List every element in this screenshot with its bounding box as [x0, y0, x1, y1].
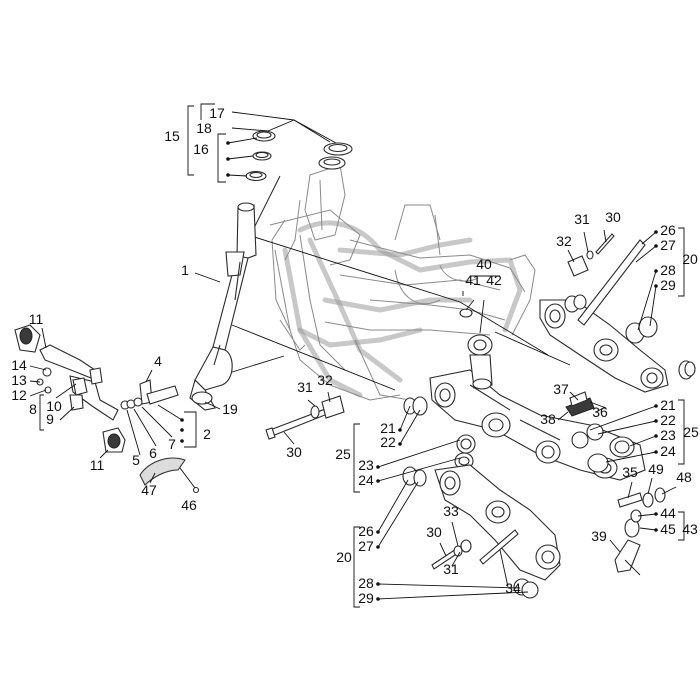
callout-l20b: 20	[336, 549, 352, 565]
callout-l24a: 24	[358, 472, 374, 488]
callout-l8: 8	[29, 401, 37, 417]
callout-l34: 34	[505, 580, 521, 596]
callout-l32a: 32	[556, 233, 572, 249]
callout-l49: 49	[648, 461, 664, 477]
callout-l36: 36	[592, 404, 608, 420]
callout-l43: 43	[682, 521, 698, 537]
callout-l31a: 31	[574, 211, 590, 227]
callout-l26b: 26	[358, 523, 374, 539]
callout-l19: 19	[222, 401, 238, 417]
callout-l33: 33	[443, 503, 459, 519]
front-brake-assembly	[14, 324, 200, 494]
callout-l28a: 28	[660, 262, 676, 278]
callout-l24b: 24	[660, 443, 676, 459]
bracket-37	[565, 391, 607, 417]
callout-l14: 14	[11, 357, 27, 373]
callout-l27b: 27	[358, 538, 374, 554]
callout-l30a: 30	[605, 209, 621, 225]
callout-l20a: 20	[682, 251, 698, 267]
scooter-frame	[269, 164, 536, 401]
callout-l38: 38	[540, 411, 556, 427]
callout-l41: 41	[465, 272, 481, 288]
callout-l10: 10	[46, 398, 62, 414]
callout-l11a: 11	[29, 311, 44, 327]
callout-l23a: 23	[358, 457, 374, 473]
callout-l1: 1	[181, 262, 189, 278]
callout-l26a: 26	[660, 222, 676, 238]
callout-l21b: 21	[660, 397, 676, 413]
callout-l12: 12	[11, 387, 27, 403]
callout-brackets	[29, 103, 685, 608]
steering-column	[189, 202, 257, 411]
callout-l16: 16	[193, 141, 209, 157]
callout-l29a: 29	[660, 277, 676, 293]
callout-l6: 6	[149, 445, 157, 461]
guide-lines	[228, 119, 571, 391]
upper-right-arm	[539, 233, 696, 393]
callout-l17: 17	[209, 105, 225, 121]
callout-l18: 18	[196, 120, 212, 136]
callout-l28b: 28	[358, 575, 374, 591]
callout-l39: 39	[591, 528, 607, 544]
head-joint	[459, 299, 493, 390]
lower-swing-arm	[402, 464, 666, 599]
callout-l31b: 31	[297, 379, 313, 395]
callout-l22a: 22	[380, 434, 396, 450]
callout-l7: 7	[168, 436, 176, 452]
callout-l42: 42	[486, 272, 502, 288]
callout-l2: 2	[203, 426, 211, 442]
callout-l48: 48	[676, 469, 692, 485]
callout-l25b: 25	[683, 424, 699, 440]
callout-l25a: 25	[335, 446, 351, 462]
callout-l32b: 32	[317, 372, 333, 388]
callout-l11b: 11	[90, 457, 105, 473]
callout-l21a: 21	[380, 420, 396, 436]
callout-l4: 4	[154, 353, 162, 369]
callout-l22b: 22	[660, 412, 676, 428]
callout-l45: 45	[660, 521, 676, 537]
callout-l31c: 31	[443, 561, 459, 577]
callout-l47: 47	[141, 482, 157, 498]
middle-swing-arm	[403, 369, 646, 481]
callout-l23b: 23	[660, 427, 676, 443]
callout-l29b: 29	[358, 590, 374, 606]
callout-l30c: 30	[426, 524, 442, 540]
callout-l5: 5	[132, 452, 140, 468]
callout-l40: 40	[476, 256, 492, 272]
callout-l30b: 30	[286, 444, 302, 460]
callout-l9: 9	[46, 411, 54, 427]
headset-rings	[245, 119, 353, 182]
center-bolt	[265, 395, 345, 440]
callout-l13: 13	[11, 372, 27, 388]
callout-l46: 46	[181, 497, 197, 513]
callout-l15: 15	[164, 128, 180, 144]
callout-l44: 44	[660, 505, 676, 521]
callout-l37: 37	[553, 381, 569, 397]
callout-l35: 35	[622, 464, 638, 480]
callout-l27a: 27	[660, 237, 676, 253]
